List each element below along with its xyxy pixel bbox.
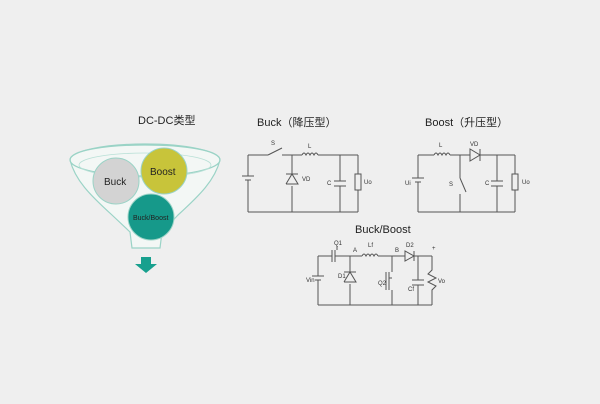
q2-label: Q2 [378, 281, 387, 287]
node-b-label: B [395, 248, 399, 254]
boost-circle [140, 147, 188, 195]
boost-source-label: Ui [405, 181, 411, 187]
boost-diode-label: VD [470, 142, 479, 148]
buck-load-label: Uo [364, 180, 372, 186]
boost-circle-label: Boost [150, 167, 176, 178]
buckboost-circle [127, 193, 175, 241]
boost-switch-label: S [449, 182, 453, 188]
buck-circuit: Buck（降压型） S L VD C Uo [242, 115, 372, 213]
funnel-title: DC-DC类型 [138, 113, 195, 127]
buckboost-circle-label: Buck/Boost [133, 215, 168, 222]
funnel-diagram: DC-DC类型 Buck Boost Buck/Boost [69, 113, 221, 273]
buckboost-title: Buck/Boost [355, 224, 411, 236]
plus-label: + [432, 246, 436, 252]
d2-label: D2 [406, 243, 414, 249]
buck-circle [92, 157, 140, 205]
boost-inductor-label: L [439, 143, 443, 149]
d1-label: D1 [338, 274, 346, 280]
cf-label: Cf [408, 287, 414, 293]
node-a-label: A [353, 248, 357, 254]
lf-label: Lf [368, 243, 373, 249]
buckboost-circuit: Buck/Boost Q1 Lf [306, 224, 446, 306]
down-arrow-icon [135, 257, 157, 273]
vin-label: Vin [306, 278, 315, 284]
buck-cap-label: C [327, 181, 332, 187]
boost-title: Boost（升压型） [425, 115, 508, 129]
boost-load-label: Uo [522, 180, 530, 186]
boost-cap-label: C [485, 181, 490, 187]
buck-circle-label: Buck [104, 177, 127, 188]
buck-switch-label: S [271, 141, 275, 147]
buck-inductor-label: L [308, 144, 312, 150]
vo-label: Vo [438, 279, 446, 285]
buck-diode-label: VD [302, 177, 311, 183]
buck-title: Buck（降压型） [257, 115, 336, 129]
q1-label: Q1 [334, 241, 343, 247]
boost-circuit: Boost（升压型） L VD Ui S C Uo [405, 115, 530, 213]
